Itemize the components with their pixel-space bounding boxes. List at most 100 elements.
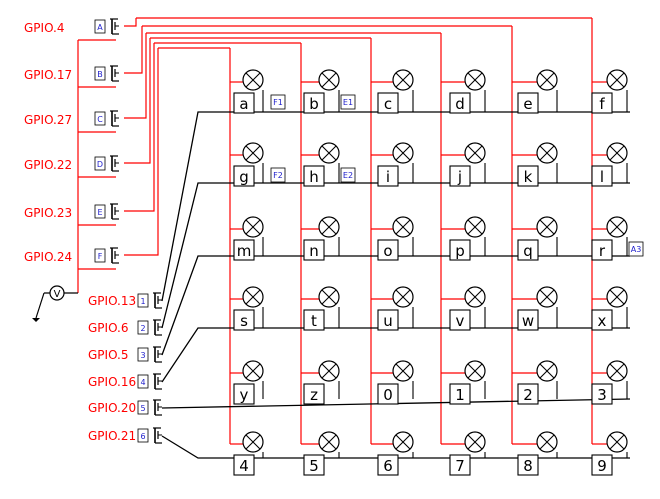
voltmeter: V: [32, 285, 78, 322]
row-switch-b[interactable]: B: [94, 65, 119, 82]
lamp-m: m: [233, 216, 264, 261]
cell-label: t: [311, 312, 317, 330]
cell-label: 7: [455, 457, 465, 475]
lamp-h: h: [303, 142, 340, 187]
lamp-f: f: [591, 69, 628, 114]
voltmeter-icon: [49, 285, 65, 301]
lamp-3: 3: [591, 360, 628, 405]
lamp-i: i: [377, 142, 414, 187]
col-gpio-label-4: GPIO.20: [88, 401, 136, 415]
cell-label: s: [240, 312, 248, 330]
switch-label: A: [97, 23, 103, 32]
switch-label: 1: [140, 297, 145, 306]
col-gpio-label-2: GPIO.5: [88, 348, 128, 362]
row-switch-c[interactable]: C: [94, 110, 119, 127]
lamp-j: j: [449, 142, 486, 187]
switch-label: F: [98, 252, 103, 261]
cell-label: 2: [523, 386, 533, 404]
lamp-r: r: [591, 216, 628, 261]
cell-label: u: [383, 312, 393, 330]
lamp-6: 6: [377, 431, 414, 476]
tag-label: F2: [273, 171, 283, 180]
lamp-o: o: [377, 216, 414, 261]
lamp-x: x: [591, 286, 628, 331]
column-switch-6[interactable]: 6: [137, 427, 162, 444]
cell-label: l: [600, 168, 604, 186]
switch-label: B: [97, 70, 103, 79]
lamp-d: d: [449, 69, 486, 114]
switch-label: C: [97, 115, 103, 124]
lamp-v: v: [449, 286, 486, 331]
lamp-w: w: [517, 286, 558, 331]
lamp-2: 2: [517, 360, 558, 405]
cell-label: j: [457, 168, 462, 186]
cell-label: r: [599, 242, 606, 260]
cell-label: x: [598, 312, 607, 330]
lamp-1: 1: [449, 360, 486, 405]
lamp-q: q: [517, 216, 558, 261]
row-switch-a[interactable]: A: [94, 18, 119, 35]
row-gpio-label-0: GPIO.4: [24, 21, 64, 35]
lamp-8: 8: [517, 431, 558, 476]
cell-label: n: [309, 242, 319, 260]
row-switch-d[interactable]: D: [94, 155, 119, 172]
lamp-7: 7: [449, 431, 486, 476]
cell-label: 8: [523, 457, 533, 475]
col-gpio-label-3: GPIO.16: [88, 375, 136, 389]
tag-label: A3: [631, 245, 642, 254]
cell-label: 9: [597, 457, 607, 475]
lamp-l: l: [591, 142, 628, 187]
cell-label: a: [239, 95, 248, 113]
switch-label: 5: [140, 404, 145, 413]
cell-label: f: [599, 95, 605, 113]
column-switch-3[interactable]: 3: [137, 346, 162, 363]
cell-label: e: [523, 95, 532, 113]
lamp-9: 9: [591, 431, 628, 476]
col-gpio-label-1: GPIO.6: [88, 321, 128, 335]
cell-label: 4: [239, 457, 249, 475]
column-switch-5[interactable]: 5: [137, 399, 162, 416]
cell-label: o: [383, 242, 392, 260]
cell-label: k: [524, 168, 533, 186]
switch-label: D: [97, 160, 103, 169]
tag-f2: F2: [270, 167, 286, 183]
cell-label: 3: [597, 386, 607, 404]
cell-label: p: [455, 242, 465, 260]
switch-label: 2: [140, 324, 145, 333]
tag-e1: E1: [340, 94, 356, 110]
column-switch-1[interactable]: 1: [137, 292, 162, 309]
lamp-e: e: [517, 69, 558, 114]
tag-a3: A3: [628, 241, 644, 257]
tag-e2: E2: [340, 167, 356, 183]
row-switch-f[interactable]: F: [94, 247, 119, 264]
switch-label: 6: [140, 432, 145, 441]
lamp-0: 0: [377, 360, 414, 405]
row-gpio-label-2: GPIO.27: [24, 113, 72, 127]
lamp-y: y: [233, 360, 264, 405]
row-gpio-label-5: GPIO.24: [24, 250, 72, 264]
lamp-z: z: [303, 360, 340, 405]
cell-label: h: [309, 168, 319, 186]
lamp-4: 4: [233, 431, 264, 476]
column-switch-2[interactable]: 2: [137, 319, 162, 336]
row-wires: [77, 17, 607, 445]
row-switch-e[interactable]: E: [94, 203, 119, 220]
switch-label: 4: [140, 378, 145, 387]
lamp-g: g: [233, 142, 264, 187]
column-switch-4[interactable]: 4: [137, 373, 162, 390]
lamp-n: n: [303, 216, 340, 261]
switch-label: E: [97, 208, 102, 217]
lamp-u: u: [377, 286, 414, 331]
col-gpio-label-0: GPIO.13: [88, 294, 136, 308]
cell-label: y: [240, 386, 249, 404]
row-gpio-label-3: GPIO.22: [24, 158, 72, 172]
cell-label: i: [386, 168, 390, 186]
cell-label: w: [522, 312, 534, 330]
cell-label: 1: [455, 386, 465, 404]
tag-label: F1: [273, 98, 283, 107]
cell-label: 6: [383, 457, 393, 475]
cell-label: 5: [309, 457, 319, 475]
